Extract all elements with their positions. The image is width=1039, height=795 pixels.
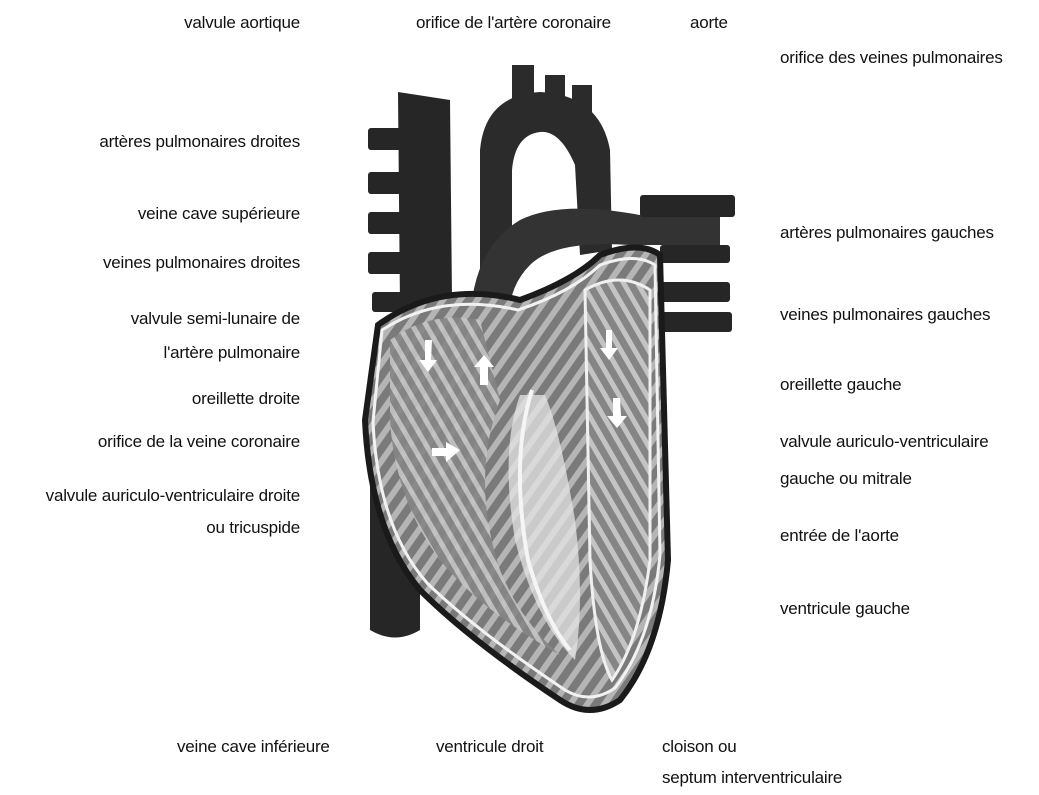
label-ventricule-droit: ventricule droit bbox=[436, 736, 543, 758]
label-veines-pulmonaires-gauches: veines pulmonaires gauches bbox=[780, 304, 990, 326]
label-arteres-pulmonaires-droites: artères pulmonaires droites bbox=[99, 131, 300, 153]
label-cloison-l1: cloison ou bbox=[662, 736, 737, 758]
label-aorte: aorte bbox=[690, 12, 728, 34]
label-valvule-av-droite-l2: ou tricuspide bbox=[206, 517, 300, 539]
label-veine-cave-superieure: veine cave supérieure bbox=[138, 203, 300, 225]
label-orifice-veines-pulmonaires: orifice des veines pulmonaires bbox=[780, 47, 1003, 69]
label-valvule-semi-lunaire-l2: l'artère pulmonaire bbox=[164, 342, 300, 364]
label-valvule-av-droite-l1: valvule auriculo-ventriculaire droite bbox=[46, 485, 300, 507]
label-orifice-artere-coronaire: orifice de l'artère coronaire bbox=[416, 12, 611, 34]
label-valvule-av-gauche-l1: valvule auriculo-ventriculaire bbox=[780, 431, 988, 453]
label-arteres-pulmonaires-gauches: artères pulmonaires gauches bbox=[780, 222, 994, 244]
label-oreillette-droite: oreillette droite bbox=[192, 388, 300, 410]
label-oreillette-gauche: oreillette gauche bbox=[780, 374, 901, 396]
label-veine-cave-inferieure: veine cave inférieure bbox=[177, 736, 330, 758]
label-ventricule-gauche: ventricule gauche bbox=[780, 598, 910, 620]
label-entree-aorte: entrée de l'aorte bbox=[780, 525, 899, 547]
label-valvule-av-gauche-l2: gauche ou mitrale bbox=[780, 468, 912, 490]
label-orifice-veine-coronaire: orifice de la veine coronaire bbox=[98, 431, 300, 453]
label-valvule-aortique: valvule aortique bbox=[184, 12, 300, 34]
label-valvule-semi-lunaire-l1: valvule semi-lunaire de bbox=[131, 308, 300, 330]
label-cloison-l2: septum interventriculaire bbox=[662, 767, 842, 789]
label-veines-pulmonaires-droites: veines pulmonaires droites bbox=[103, 252, 300, 274]
